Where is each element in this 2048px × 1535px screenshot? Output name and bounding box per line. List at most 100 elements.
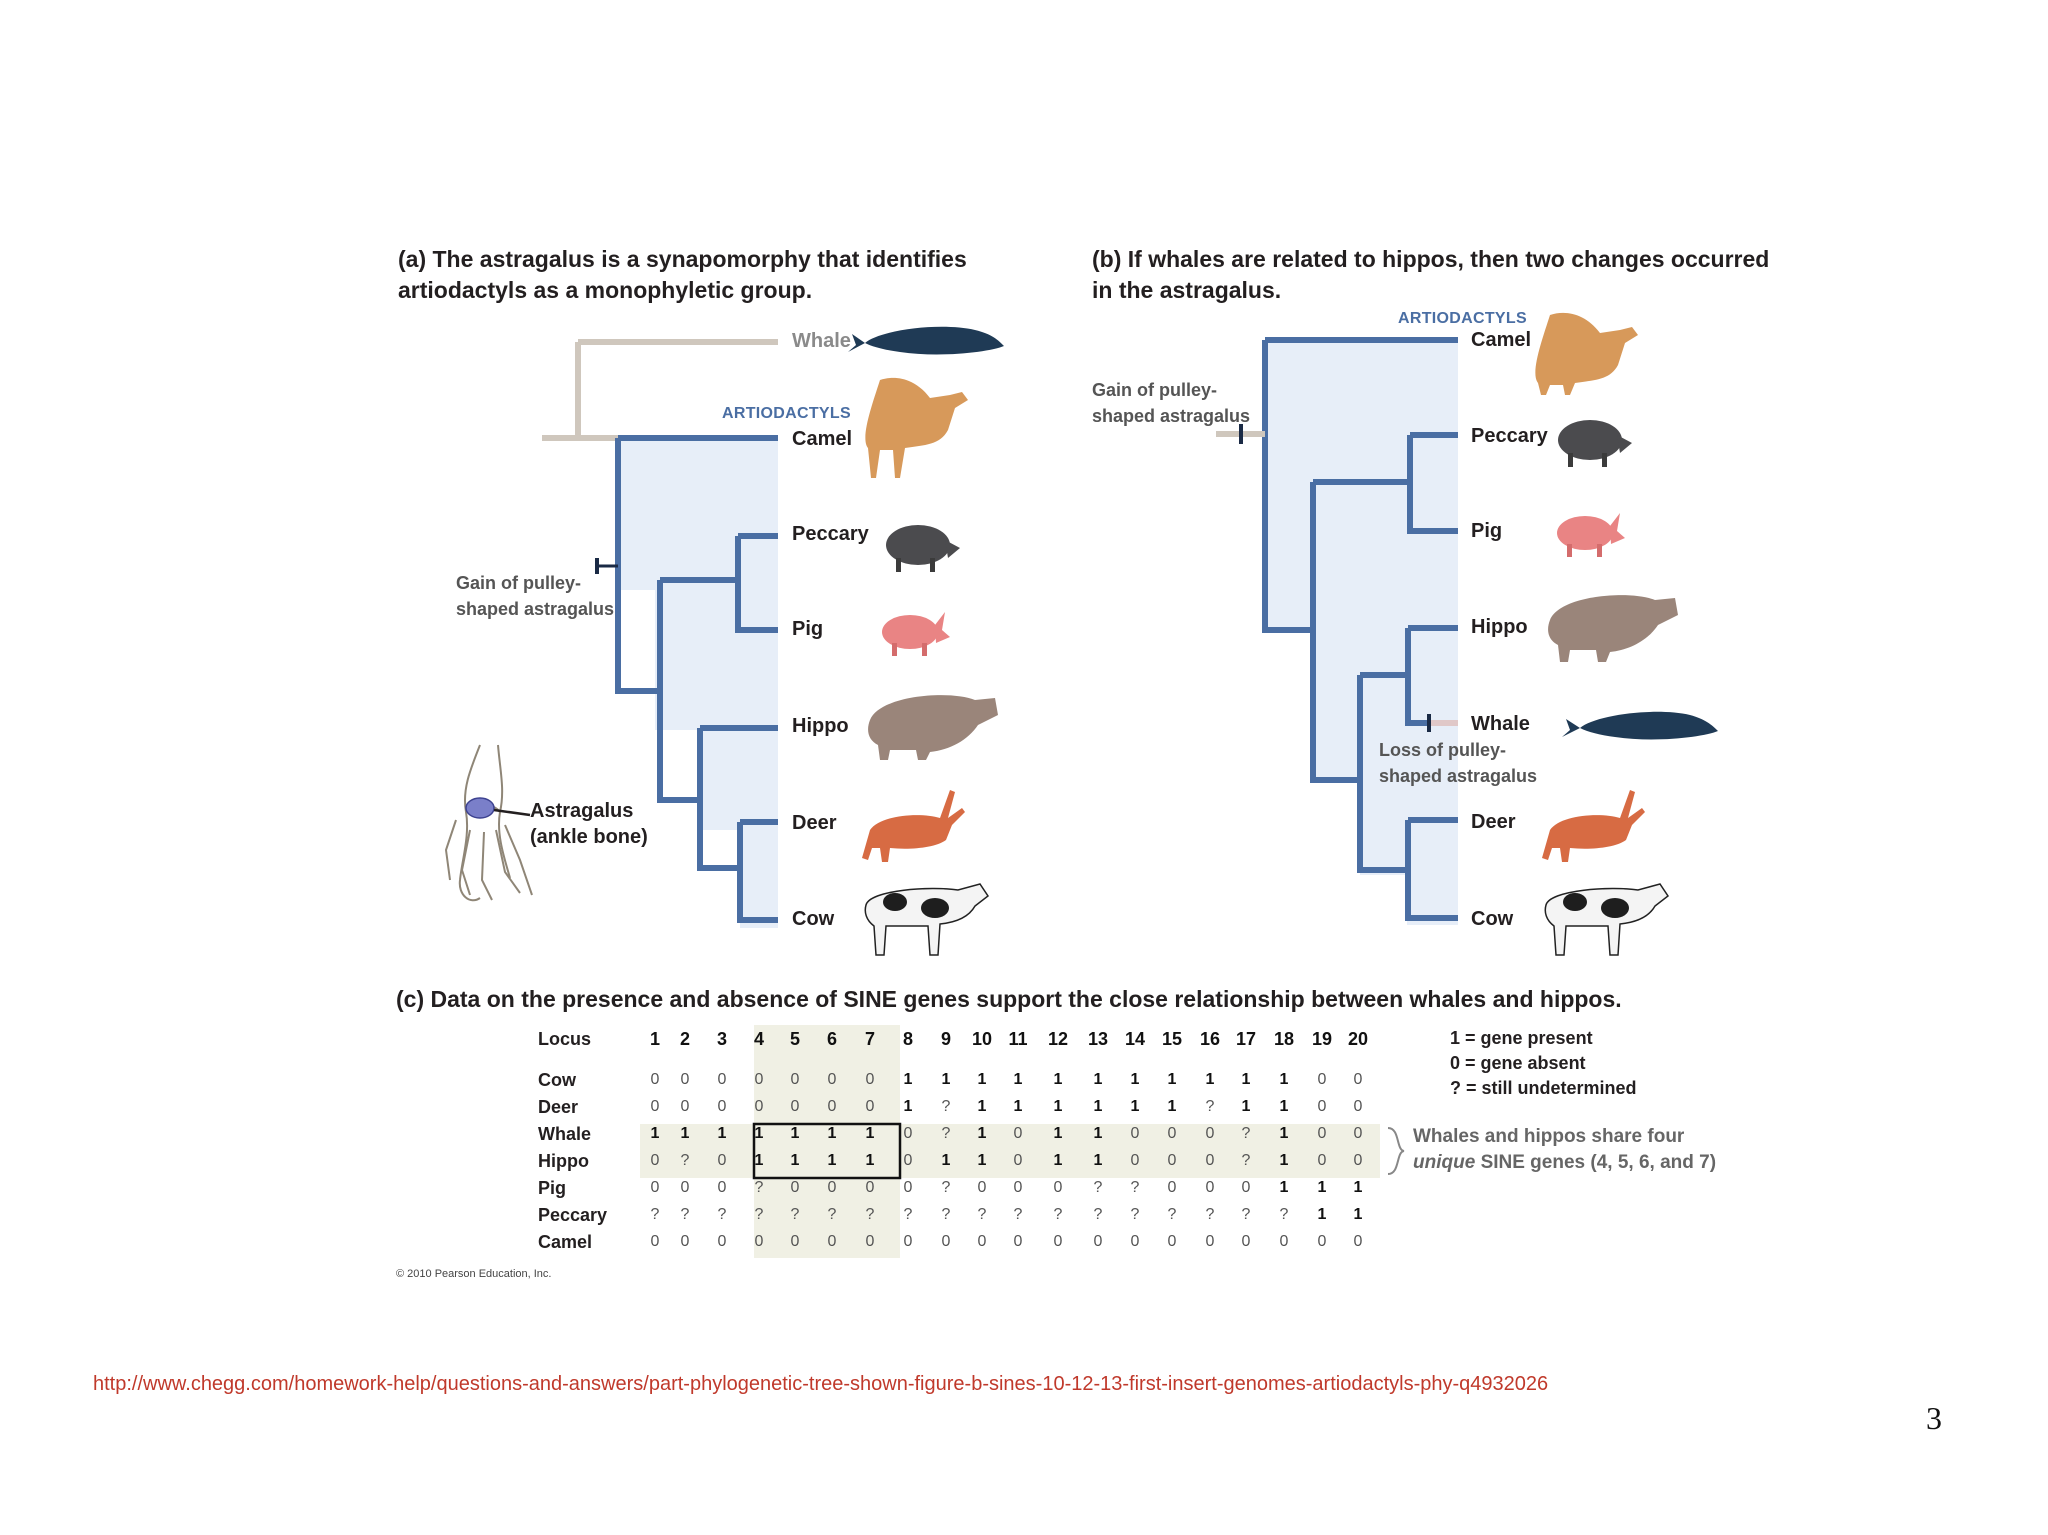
table-cell: 0 [903, 1152, 913, 1169]
table-locus-label: Locus [538, 1029, 592, 1049]
table-cell: 0 [1167, 1233, 1177, 1250]
table-cell: 1 [865, 1125, 875, 1142]
pig-image-b [1557, 513, 1625, 557]
table-cell: 0 [1013, 1125, 1023, 1142]
legend-undetermined: ? = still undetermined [1450, 1078, 1637, 1098]
table-cell: 0 [1353, 1098, 1363, 1115]
table-cell: 1 [1130, 1098, 1140, 1115]
table-cell: 0 [1013, 1179, 1023, 1196]
share-note-unique: unique [1413, 1152, 1476, 1173]
locus-header: 7 [864, 1029, 875, 1049]
locus-header: 15 [1161, 1029, 1183, 1049]
table-cell: 1 [754, 1125, 764, 1142]
panel-b-gain-note: Gain of pulley-shaped astragalus [1092, 380, 1251, 426]
table-cell: 0 [680, 1233, 690, 1250]
locus-header: 17 [1235, 1029, 1257, 1049]
deer-image-a [862, 790, 965, 862]
table-cell: 0 [1317, 1098, 1327, 1115]
astragalus-label: Astragalus (ankle bone) [530, 800, 648, 848]
table-cell: ? [1205, 1098, 1215, 1115]
table-cell: 0 [1317, 1233, 1327, 1250]
table-cell: 1 [790, 1152, 800, 1169]
table-cell: 1 [790, 1125, 800, 1142]
locus-header: 4 [753, 1029, 764, 1049]
table-cell: 0 [754, 1071, 764, 1088]
table-cell: 1 [977, 1152, 987, 1169]
table-cell: 0 [865, 1071, 875, 1088]
table-cell: 0 [827, 1233, 837, 1250]
table-cell: ? [1013, 1206, 1023, 1223]
table-row-label: Whale [538, 1124, 592, 1144]
table-cell: 0 [1353, 1152, 1363, 1169]
peccary-image-b [1558, 420, 1632, 467]
camel-image-b [1535, 312, 1638, 395]
panel-a-outgroup-label: Whale [792, 330, 851, 352]
table-cell: 1 [1279, 1071, 1289, 1088]
table-cell: ? [865, 1206, 875, 1223]
panel-b-taxon-deer: Deer [1471, 811, 1516, 833]
table-cell: ? [1205, 1206, 1215, 1223]
table-cell: ? [977, 1206, 987, 1223]
table-cell: ? [941, 1206, 951, 1223]
table-cell: 0 [1093, 1233, 1103, 1250]
table-cell: 1 [1093, 1125, 1103, 1142]
table-cell: ? [754, 1179, 764, 1196]
table-cell: 1 [680, 1125, 690, 1142]
table-cell: 0 [717, 1152, 727, 1169]
ankle-bone-illustration [444, 744, 533, 902]
source-url-link[interactable]: http://www.chegg.com/homework-help/quest… [93, 1373, 1549, 1395]
table-cell: 1 [903, 1071, 913, 1088]
table-cell: 0 [941, 1233, 951, 1250]
table-cell: 1 [827, 1152, 837, 1169]
table-cell: ? [1130, 1179, 1140, 1196]
table-cell: ? [1093, 1179, 1103, 1196]
table-cell: 1 [1279, 1098, 1289, 1115]
camel-image-a [865, 377, 968, 478]
locus-header: 12 [1047, 1029, 1069, 1049]
panel-a-tree [615, 435, 778, 923]
panel-b-taxon-peccary: Peccary [1471, 425, 1548, 447]
table-cell: 0 [1053, 1233, 1063, 1250]
table-cell: 0 [827, 1179, 837, 1196]
table-cell: ? [680, 1206, 690, 1223]
table-cell: 0 [1130, 1152, 1140, 1169]
table-cell: 0 [903, 1179, 913, 1196]
copyright: © 2010 Pearson Education, Inc. [396, 1268, 552, 1280]
table-cell: 0 [650, 1233, 660, 1250]
locus-header: 13 [1087, 1029, 1109, 1049]
table-cell: 0 [1013, 1233, 1023, 1250]
table-cell: ? [1279, 1206, 1289, 1223]
table-row-label: Deer [538, 1097, 579, 1117]
panel-a-taxon-cow: Cow [792, 908, 835, 930]
table-cell: 1 [1093, 1098, 1103, 1115]
legend-absent: 0 = gene absent [1450, 1053, 1586, 1073]
table-cell: 0 [1167, 1152, 1177, 1169]
table-cell: ? [941, 1179, 951, 1196]
table-cell: 0 [1053, 1179, 1063, 1196]
table-cell: 0 [1353, 1125, 1363, 1142]
page-number: 3 [1926, 1400, 1942, 1436]
panel-b-group-label: ARTIODACTYLS [1398, 310, 1527, 327]
share-note-rest: SINE genes (4, 5, 6, and 7) [1480, 1152, 1717, 1173]
table-cell: 1 [1053, 1098, 1063, 1115]
table-cell: 0 [977, 1233, 987, 1250]
table-cell: 1 [717, 1125, 727, 1142]
table-cell: 1 [1053, 1152, 1063, 1169]
table-cell: 0 [865, 1179, 875, 1196]
table-cell: 1 [754, 1152, 764, 1169]
hippo-image-a [868, 695, 998, 760]
share-note: Whales and hippos share four unique SINE… [1413, 1124, 1716, 1176]
peccary-image-a [886, 525, 960, 572]
table-cell: 1 [1053, 1071, 1063, 1088]
table-cell: 0 [1205, 1233, 1215, 1250]
table-cell: ? [650, 1206, 660, 1223]
table-cell: 0 [1353, 1071, 1363, 1088]
locus-header: 2 [679, 1029, 690, 1049]
table-cell: 0 [717, 1098, 727, 1115]
locus-header: 16 [1199, 1029, 1221, 1049]
table-cell: 0 [903, 1125, 913, 1142]
table-cell: 1 [1167, 1098, 1177, 1115]
panel-b-loss-note: Loss of pulley-shaped astragalus [1379, 740, 1538, 786]
table-cell: ? [941, 1098, 951, 1115]
